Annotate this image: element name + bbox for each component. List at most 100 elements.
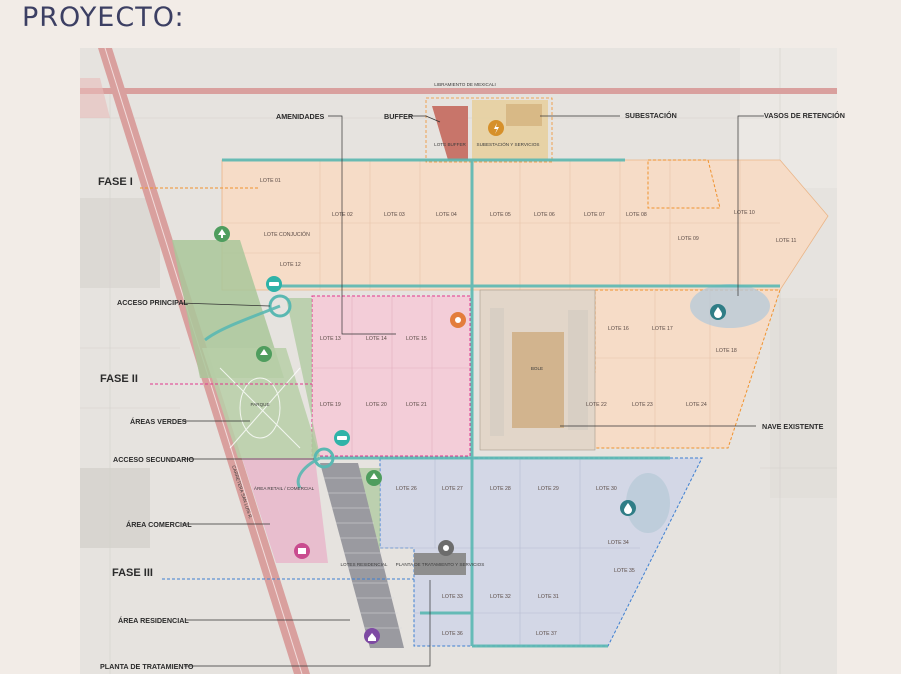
lot-label: LOTE 28 <box>490 486 511 492</box>
plant-treatment-box <box>414 553 466 575</box>
residential-grid <box>324 477 402 629</box>
lot-label: LOTE 13 <box>320 336 341 342</box>
tree-icon <box>214 226 230 242</box>
lot-label: LOTE 05 <box>490 212 511 218</box>
roundabout-secondary <box>313 447 335 469</box>
buffer-lot-label: LOTE BUFFER <box>434 142 466 147</box>
callout-vasos: VASOS DE RETENCIÓN <box>764 111 845 120</box>
lot-label: LOTE 20 <box>366 402 387 408</box>
callout-amenidades: AMENIDADES <box>276 112 325 121</box>
retail-area <box>242 458 328 563</box>
lot-label: LOTE 06 <box>534 212 555 218</box>
lot-label: LOTE 23 <box>632 402 653 408</box>
fase-1-label: FASE I <box>98 176 133 188</box>
lot-label: LOTE 30 <box>596 486 617 492</box>
lot-label: LOTE 22 <box>586 402 607 408</box>
green-area-fase2 <box>286 298 320 456</box>
lot-label: LOTE 36 <box>442 631 463 637</box>
callout-area-comercial: ÁREA COMERCIAL <box>126 520 192 529</box>
drop-icon <box>710 304 726 320</box>
terrain-patch <box>770 298 837 498</box>
park-paths <box>219 367 301 449</box>
green-area-north <box>172 240 284 378</box>
lot-label: LOTE 15 <box>406 336 427 342</box>
internal-roads <box>204 158 780 648</box>
lot-label: LOTE 34 <box>608 540 629 546</box>
gear-icon <box>450 312 466 328</box>
plant-icon <box>438 540 454 556</box>
warehouse-label: BOLE <box>531 366 543 371</box>
callout-nave: NAVE EXISTENTE <box>762 422 824 431</box>
substation-building <box>506 104 542 126</box>
warehouse-annex <box>490 308 504 436</box>
lot-label: LOTE CONJUCIÓN <box>264 231 310 238</box>
fase-1-area <box>221 159 829 291</box>
green-area-park <box>202 348 320 458</box>
lot-label: LOTE 04 <box>436 212 457 218</box>
lot-label: LOTE 10 <box>734 210 755 216</box>
shop-icon <box>294 543 310 559</box>
existing-warehouse <box>512 332 564 428</box>
lot-label: LOTE 08 <box>626 212 647 218</box>
lot-label: LOTE 09 <box>678 236 699 242</box>
callout-area-residencial: ÁREA RESIDENCIAL <box>118 616 189 625</box>
site-plan-svg: LIBRAMIENTO DE MEXICALI CARRETERA SAN LU… <box>80 48 837 674</box>
callout-acceso-secundario: ACCESO SECUNDARIO <box>113 455 195 464</box>
warehouse-annex <box>568 310 588 430</box>
lot-label: LOTE 03 <box>384 212 405 218</box>
home-icon <box>364 628 380 644</box>
lot-label: LOTE 17 <box>652 326 673 332</box>
callout-acceso-principal: ACCESO PRINCIPAL <box>117 298 188 307</box>
tree-icon <box>256 346 272 362</box>
lot-label: LOTE 21 <box>406 402 427 408</box>
dashed-zone-east <box>647 159 721 209</box>
callout-planta: PLANTA DE TRATAMIENTO <box>100 662 194 671</box>
retention-pond-north <box>690 284 770 328</box>
highway-service-road <box>80 78 110 118</box>
lot-label: LOTE 32 <box>490 594 511 600</box>
lot-label: LOTE 24 <box>686 402 707 408</box>
retention-pond-south <box>626 473 670 533</box>
lot-label: LOTE 02 <box>332 212 353 218</box>
lot-label: LOTE 37 <box>536 631 557 637</box>
lot-label: LOTE 26 <box>396 486 417 492</box>
terrain-patch <box>80 468 150 548</box>
lot-label: LOTE 19 <box>320 402 341 408</box>
retail-label: ÁREA RETAIL / COMERCIAL <box>254 485 315 491</box>
car-icon <box>334 430 350 446</box>
lot-label: LOTE 07 <box>584 212 605 218</box>
callout-buffer: BUFFER <box>384 112 414 121</box>
lot-grid-fase2 <box>312 296 470 456</box>
buffer-lot <box>432 106 468 160</box>
fase-2-label: FASE II <box>100 373 138 385</box>
lot-grid-fase1 <box>222 160 780 448</box>
lot-labels: LOTE 01 LOTE 02 LOTE 03 LOTE 04 LOTE 05 … <box>260 178 796 637</box>
power-icon <box>488 120 504 136</box>
callout-subestacion: SUBESTACIÓN <box>625 111 677 120</box>
lot-label: LOTE 11 <box>776 238 796 244</box>
lot-label: LOTE 27 <box>442 486 463 492</box>
plant-label: PLANTA DE TRATAMIENTO Y SERVICIOS <box>396 562 485 567</box>
lot-label: LOTE 01 <box>260 178 281 184</box>
lot-label: LOTE 29 <box>538 486 559 492</box>
dashed-zone <box>425 97 553 163</box>
highway-top-label: LIBRAMIENTO DE MEXICALI <box>434 82 495 87</box>
tree-icon <box>366 470 382 486</box>
park-label: PARQUE <box>250 402 269 407</box>
lot-label: LOTE 31 <box>538 594 559 600</box>
residential-label: LOTES RESIDENCIAL <box>341 562 388 567</box>
lot-label: LOTE 33 <box>442 594 463 600</box>
fase-3-label: FASE III <box>112 567 153 579</box>
lot-label: LOTE 16 <box>608 326 629 332</box>
site-plan-map: LIBRAMIENTO DE MEXICALI CARRETERA SAN LU… <box>80 48 837 674</box>
substation-label: SUBESTACIÓN Y SERVICIOS <box>477 141 540 147</box>
fase-2-area <box>311 295 471 457</box>
residential-area <box>320 463 404 648</box>
field-lines <box>80 48 837 674</box>
page-title: PROYECTO: <box>22 2 185 33</box>
lot-label: LOTE 35 <box>614 568 635 574</box>
car-icon <box>266 276 282 292</box>
callout-leaders <box>179 115 764 667</box>
terrain-patch <box>80 198 160 288</box>
highway-top <box>80 88 837 94</box>
